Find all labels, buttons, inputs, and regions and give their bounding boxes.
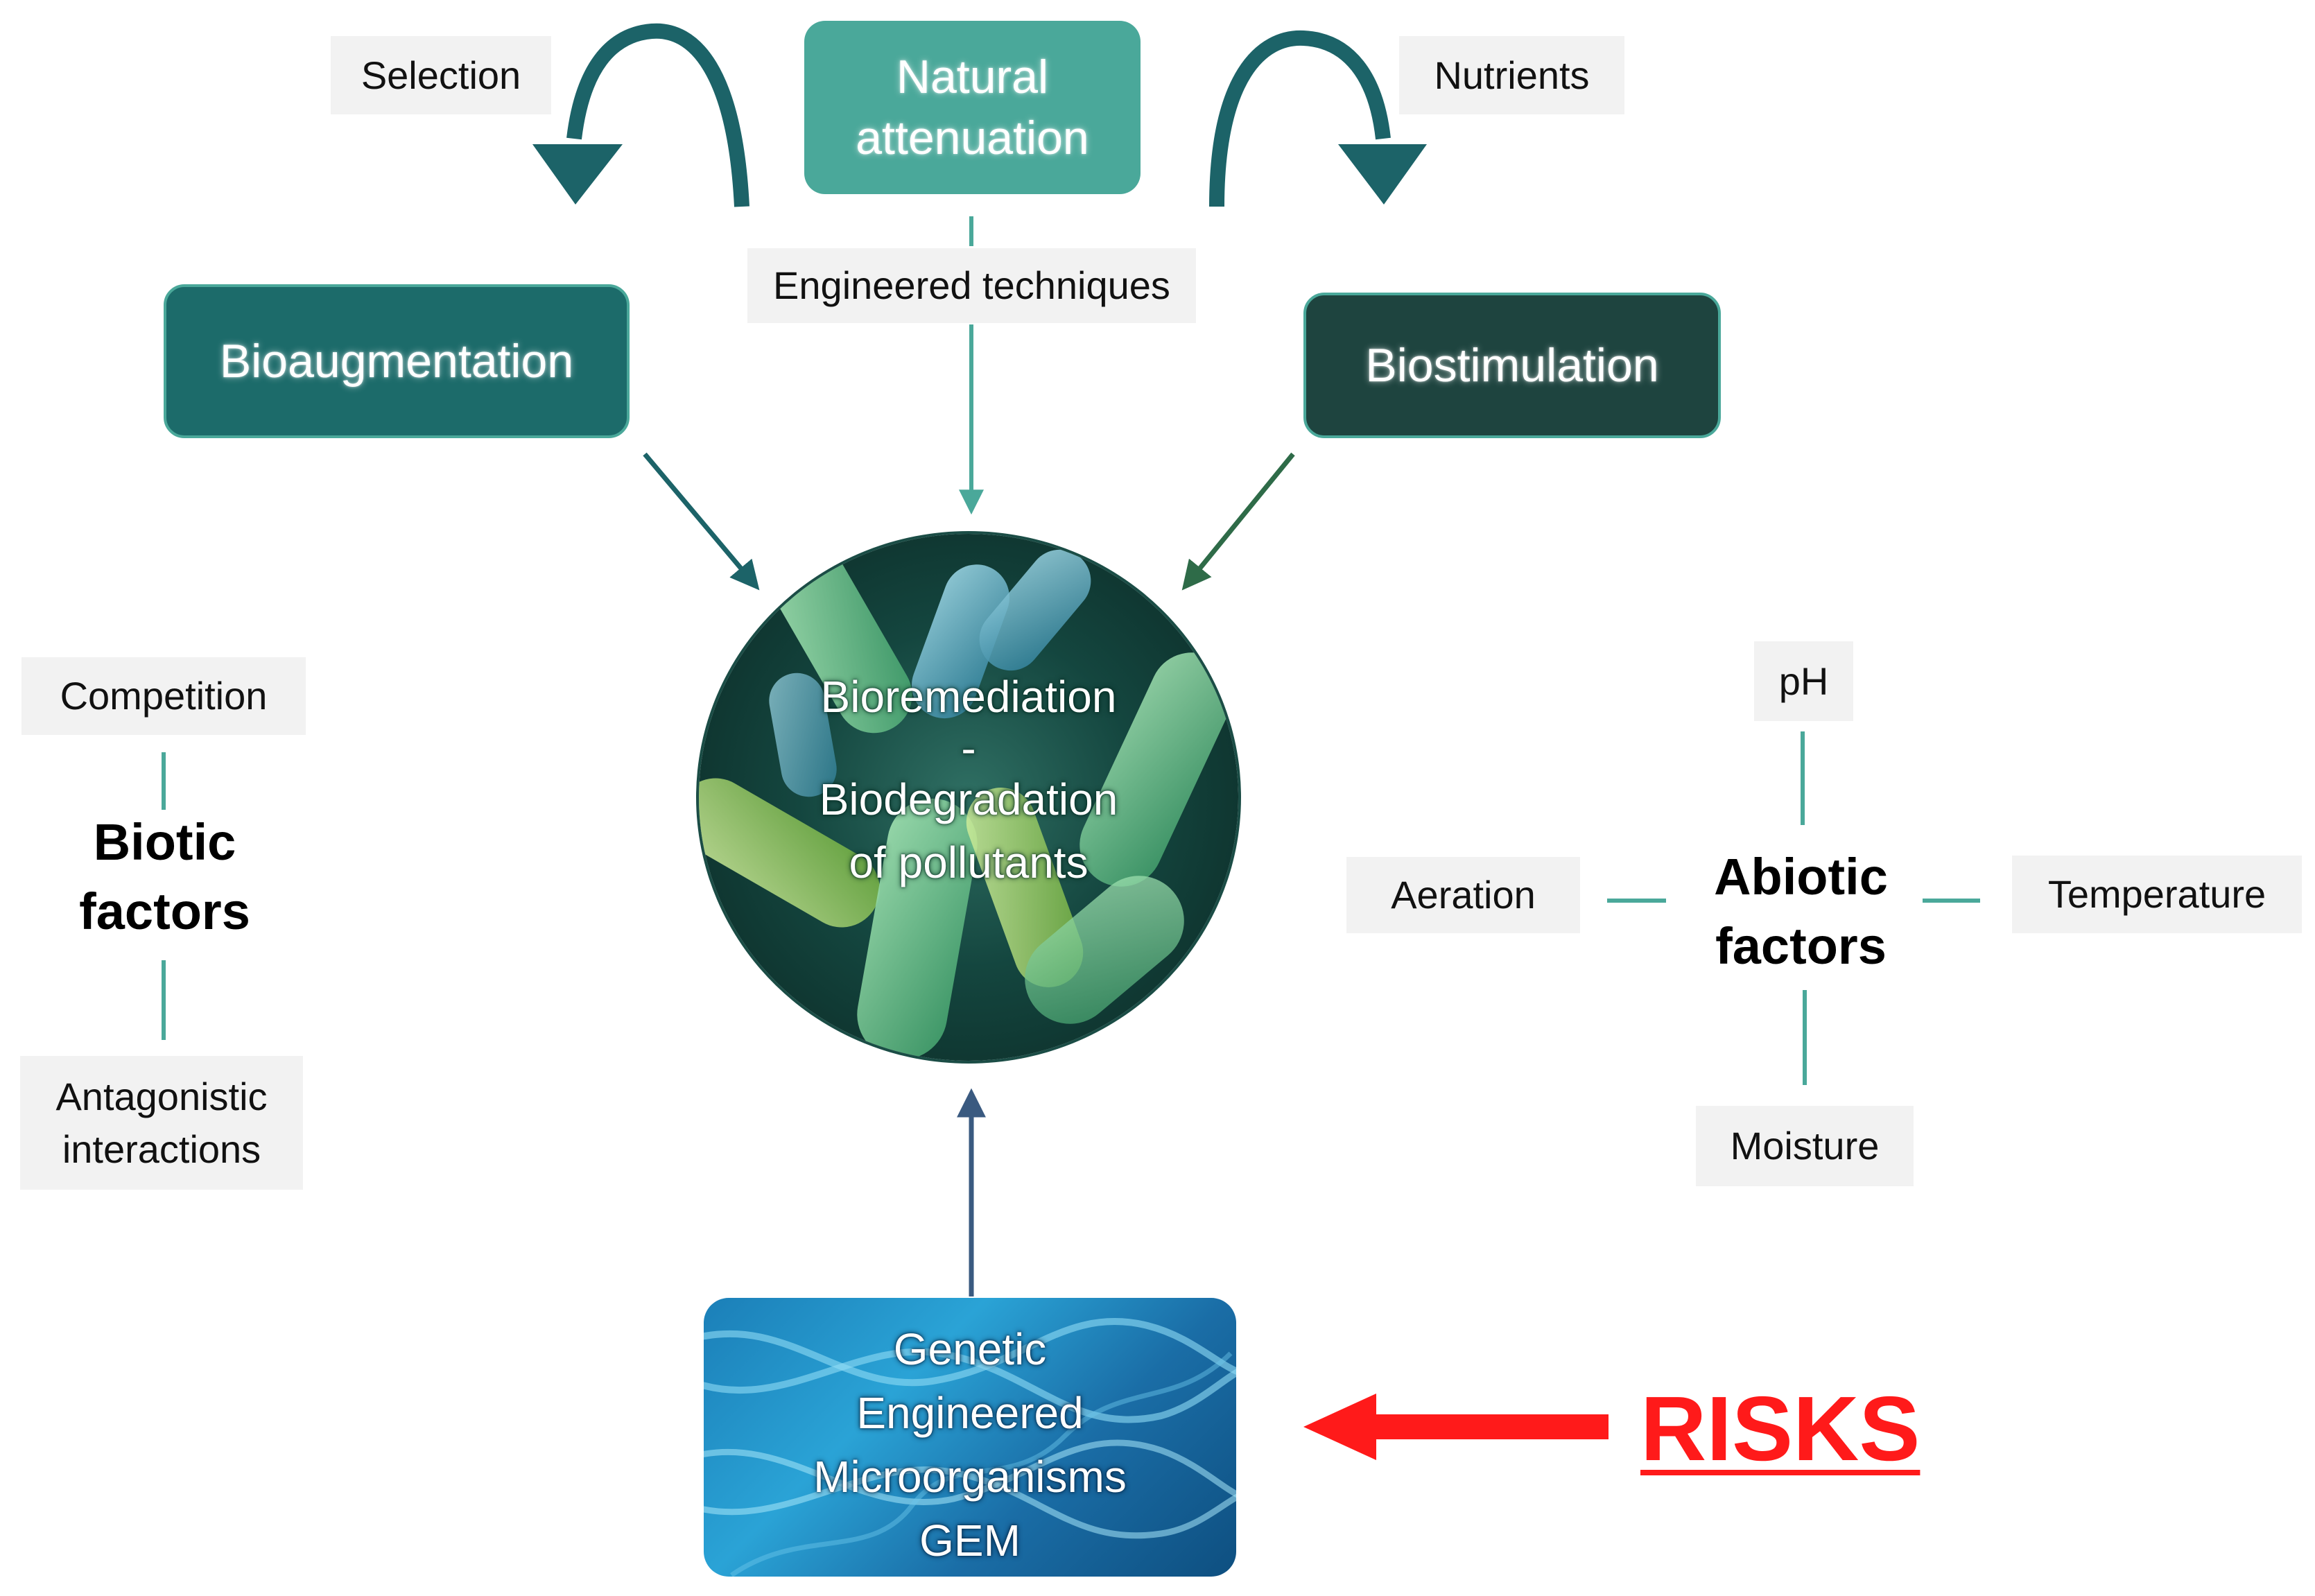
dna-image bbox=[704, 1317, 1236, 1577]
bioaugmentation-arrow bbox=[643, 452, 760, 591]
selection-curve-arrow bbox=[566, 23, 749, 207]
abiotic-factors-title: Abiotic factors bbox=[1714, 848, 1888, 975]
antagonistic-interactions-label: Antagonistic interactions bbox=[20, 1056, 303, 1190]
nutrients-curve-arrow bbox=[1209, 30, 1391, 207]
biostimulation-label: Biostimulation bbox=[1365, 338, 1659, 392]
risks-arrow-shaft bbox=[1359, 1414, 1609, 1439]
bacteria-image bbox=[699, 542, 1233, 1060]
bioremediation-circle bbox=[699, 534, 1238, 1061]
bioremediation-text: Bioremediation - Biodegradation of pollu… bbox=[819, 672, 1118, 888]
natural-attenuation-box: Natural attenuation bbox=[804, 21, 1141, 194]
engineered-techniques-label: Engineered techniques bbox=[747, 248, 1196, 323]
bioaugmentation-label: Bioaugmentation bbox=[219, 334, 574, 388]
nutrients-label: Nutrients bbox=[1399, 36, 1624, 114]
biostimulation-arrow bbox=[1181, 452, 1295, 591]
natural-attenuation-label: Natural attenuation bbox=[856, 50, 1089, 164]
temperature-label: Temperature bbox=[2012, 856, 2302, 933]
selection-arrowhead bbox=[532, 144, 623, 205]
aeration-label: Aeration bbox=[1346, 857, 1580, 933]
gem-box bbox=[704, 1298, 1236, 1577]
ph-label: pH bbox=[1754, 641, 1853, 721]
biostimulation-box: Biostimulation bbox=[1303, 293, 1721, 438]
gem-text: Genetic Engineered Microorganisms GEM bbox=[813, 1324, 1127, 1566]
biotic-factors-title: Biotic factors bbox=[79, 813, 250, 940]
bioaugmentation-box: Bioaugmentation bbox=[164, 284, 630, 438]
nutrients-arrowhead bbox=[1338, 144, 1427, 205]
competition-label: Competition bbox=[21, 657, 306, 735]
risks-label: RISKS bbox=[1640, 1378, 1921, 1480]
selection-label: Selection bbox=[331, 36, 551, 114]
moisture-label: Moisture bbox=[1696, 1106, 1914, 1186]
risks-arrowhead bbox=[1303, 1394, 1376, 1460]
